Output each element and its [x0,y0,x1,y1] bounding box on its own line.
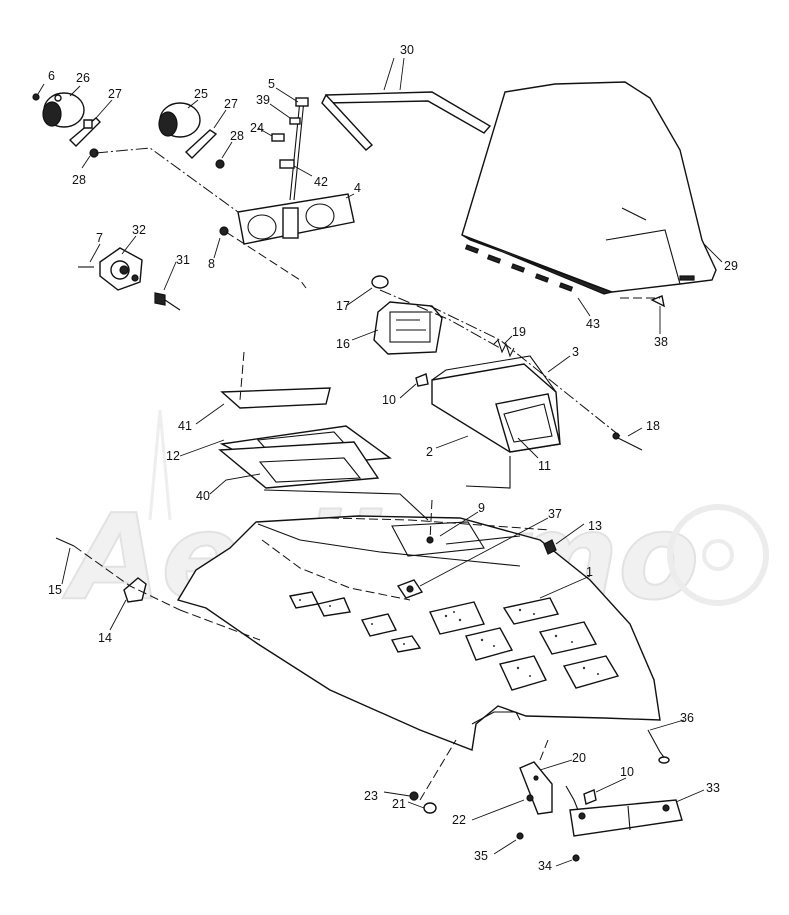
callout-30: 30 [400,43,414,57]
part-nut-13 [543,539,557,555]
callout-2: 2 [426,445,433,459]
part-clip-37 [396,579,424,599]
part-nut-10-top [415,373,429,387]
callout-19: 19 [512,325,526,339]
part-instrument-panel [237,193,355,245]
callout-32: 32 [132,223,146,237]
callout-43: 43 [586,317,600,331]
part-windshield [461,81,717,295]
part-gasket [220,387,331,409]
callout-6: 6 [48,69,55,83]
callout-34: 34 [538,859,552,873]
part-spring [493,338,515,358]
callout-37: 37 [548,507,562,521]
part-ignition-switch [99,247,143,291]
part-latch-plate [569,799,683,837]
part-hood [176,515,661,751]
part-bracket-left [68,117,101,147]
part-key [154,292,181,311]
callout-5: 5 [268,77,275,91]
part-rivet-38 [650,295,665,308]
callout-10-bottom: 10 [620,765,634,779]
part-wire-harness [271,97,309,201]
part-bracket-14 [123,577,147,603]
part-washer-21 [423,802,437,814]
callout-27-right: 27 [224,97,238,111]
callout-33: 33 [706,781,720,795]
callout-39: 39 [256,93,270,107]
callout-40: 40 [196,489,210,503]
part-gauge-right [158,102,201,138]
part-screw-8 [219,226,229,236]
callout-1: 1 [586,565,593,579]
part-hinge-20 [519,761,553,815]
callout-12: 12 [166,449,180,463]
part-headlight-housing [431,355,561,453]
callout-13: 13 [588,519,602,533]
callout-11: 11 [538,459,551,473]
callout-28-left: 28 [72,173,86,187]
leader-lines [37,57,723,867]
part-screw-18 [612,432,643,451]
callout-26: 26 [76,71,90,85]
part-nut-34 [572,854,580,862]
callout-4: 4 [354,181,361,195]
callout-41: 41 [178,419,192,433]
part-rivet-15 [55,537,75,547]
callout-17: 17 [336,299,350,313]
callout-9: 9 [478,501,485,515]
part-bracket-right [184,129,218,159]
part-screw-22 [526,794,534,802]
part-strap-36 [647,729,670,764]
callout-28-right: 28 [230,129,244,143]
callout-29: 29 [724,259,738,273]
callout-35: 35 [474,849,488,863]
part-nut-right [215,159,225,169]
callout-10-top: 10 [382,393,396,407]
callout-20: 20 [572,751,586,765]
callout-24: 24 [250,121,264,135]
callout-18: 18 [646,419,660,433]
callout-7: 7 [96,231,103,245]
callout-36: 36 [680,711,694,725]
part-screw-6 [32,93,40,101]
callouts: 6 26 27 28 25 27 28 5 39 24 42 4 30 29 4… [48,43,738,873]
part-nut-10-bottom [583,789,597,805]
callout-25: 25 [194,87,208,101]
callout-42: 42 [314,175,328,189]
callout-22: 22 [452,813,466,827]
part-headlight [373,301,443,355]
part-gauge-left [42,92,85,128]
assembly-lines [73,147,660,801]
part-latch-rod [565,785,579,811]
callout-31: 31 [176,253,190,267]
callout-16: 16 [336,337,350,351]
part-screw-35 [516,832,524,840]
callout-15: 15 [48,583,62,597]
part-grille [218,441,380,489]
part-windshield-bar [321,91,492,151]
part-nut-23 [409,791,419,801]
callout-14: 14 [98,631,112,645]
callout-38: 38 [654,335,668,349]
callout-8: 8 [208,257,215,271]
callout-3: 3 [572,345,579,359]
part-bulb [371,275,389,289]
callout-27-left: 27 [108,87,122,101]
callout-23: 23 [364,789,378,803]
callout-21: 21 [392,797,406,811]
